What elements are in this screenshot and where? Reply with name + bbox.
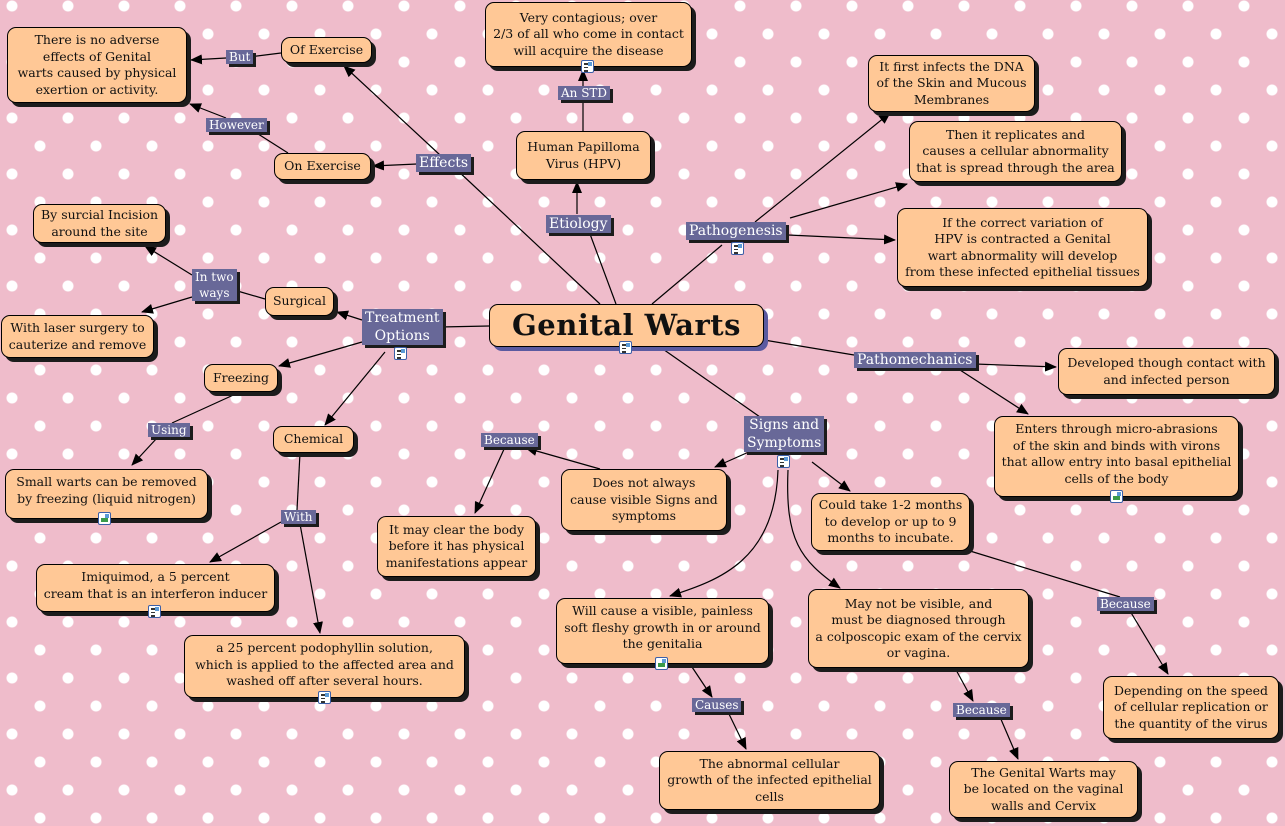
note-icon[interactable] bbox=[581, 60, 594, 73]
arrow bbox=[669, 469, 779, 598]
concept-abnormal-growth[interactable]: The abnormal cellular growth of the infe… bbox=[659, 751, 880, 810]
concept-imiquimod[interactable]: Imiquimod, a 5 percent cream that is an … bbox=[36, 564, 275, 612]
arrow bbox=[787, 234, 896, 245]
arrow bbox=[144, 245, 193, 276]
link-in-two-ways[interactable]: In two ways bbox=[192, 269, 237, 301]
arrow bbox=[811, 461, 851, 492]
concept-hpv[interactable]: Human Papilloma Virus (HPV) bbox=[516, 131, 651, 180]
line bbox=[659, 346, 761, 418]
concept-of-exercise[interactable]: Of Exercise bbox=[281, 37, 372, 63]
concept-freezing[interactable]: Freezing bbox=[204, 364, 278, 392]
line bbox=[248, 52, 282, 58]
link-using[interactable]: Using bbox=[148, 423, 190, 437]
line bbox=[171, 391, 241, 424]
arrow bbox=[278, 341, 363, 368]
concept-podophyllin[interactable]: a 25 percent podophyllin solution, which… bbox=[184, 635, 465, 698]
arrow bbox=[299, 523, 323, 634]
arrow bbox=[324, 351, 386, 426]
arrow bbox=[689, 663, 713, 698]
concept-surgical-incision[interactable]: By surcial Incision around the site bbox=[33, 204, 166, 243]
concept-contagious[interactable]: Very contagious; over 2/3 of all who com… bbox=[485, 2, 692, 67]
link-pathomechanics[interactable]: Pathomechanics bbox=[854, 352, 976, 368]
concept-does-not-always[interactable]: Does not always cause visible Signs and … bbox=[561, 469, 727, 531]
concept-chemical[interactable]: Chemical bbox=[273, 426, 354, 453]
note-icon[interactable] bbox=[394, 347, 407, 360]
note-icon[interactable] bbox=[148, 605, 161, 618]
arrow bbox=[1129, 610, 1169, 675]
line bbox=[589, 233, 617, 305]
concept-infects-dna[interactable]: It first infects the DNA of the Skin and… bbox=[868, 55, 1035, 112]
arrow bbox=[974, 361, 1057, 372]
image-icon[interactable] bbox=[655, 657, 668, 670]
note-icon[interactable] bbox=[619, 341, 632, 354]
concept-may-not-be-visible[interactable]: May not be visible, and must be diagnose… bbox=[808, 589, 1029, 668]
arrow bbox=[754, 112, 891, 223]
concept-may-clear[interactable]: It may clear the body before it has phys… bbox=[377, 516, 536, 577]
arrow bbox=[474, 446, 506, 514]
link-signs-and-symptoms[interactable]: Signs and Symptoms bbox=[744, 416, 825, 452]
link-however[interactable]: However bbox=[206, 118, 267, 132]
arrow bbox=[787, 469, 841, 589]
concept-could-take[interactable]: Could take 1-2 months to develop or up t… bbox=[811, 493, 970, 551]
arrow bbox=[789, 182, 908, 219]
link-but[interactable]: But bbox=[226, 50, 254, 64]
note-icon[interactable] bbox=[777, 455, 790, 468]
concept-no-adverse-effects[interactable]: There is no adverse effects of Genital w… bbox=[7, 27, 187, 103]
link-an-std[interactable]: An STD bbox=[558, 86, 611, 100]
concept-replicates[interactable]: Then it replicates and causes a cellular… bbox=[909, 121, 1122, 182]
concept-correct-variation[interactable]: If the correct variation of HPV is contr… bbox=[897, 208, 1148, 287]
note-icon[interactable] bbox=[731, 242, 744, 255]
arrow bbox=[727, 711, 747, 750]
arrow bbox=[954, 667, 974, 702]
arrow bbox=[525, 446, 601, 470]
arrow bbox=[141, 296, 193, 314]
line bbox=[969, 550, 1121, 598]
concept-visible-growth[interactable]: Will cause a visible, painless soft fles… bbox=[556, 598, 769, 664]
arrow bbox=[336, 310, 363, 321]
arrow bbox=[209, 521, 282, 563]
arrow bbox=[190, 54, 227, 65]
line bbox=[233, 289, 266, 300]
line bbox=[439, 325, 490, 328]
concept-depending[interactable]: Depending on the speed of cellular repli… bbox=[1103, 676, 1279, 739]
link-treatment-options[interactable]: Treatment Options bbox=[362, 309, 443, 345]
line bbox=[651, 244, 723, 305]
link-etiology[interactable]: Etiology bbox=[546, 215, 611, 233]
image-icon[interactable] bbox=[1110, 490, 1123, 503]
line bbox=[296, 452, 301, 511]
link-because-right[interactable]: Because bbox=[1097, 597, 1154, 611]
arrow bbox=[372, 160, 418, 171]
arrow bbox=[131, 437, 158, 466]
link-because-bottom[interactable]: Because bbox=[953, 703, 1010, 717]
link-because-left[interactable]: Because bbox=[481, 433, 538, 447]
link-causes[interactable]: Causes bbox=[692, 698, 742, 712]
image-icon[interactable] bbox=[98, 512, 111, 525]
line bbox=[254, 131, 289, 154]
link-effects[interactable]: Effects bbox=[416, 154, 472, 172]
link-pathogenesis[interactable]: Pathogenesis bbox=[686, 222, 786, 240]
concept-developed-contact[interactable]: Developed though contact with and infect… bbox=[1058, 348, 1275, 395]
link-with[interactable]: With bbox=[281, 510, 316, 524]
concept-on-exercise[interactable]: On Exercise bbox=[274, 153, 371, 180]
concept-enters-micro-abrasions[interactable]: Enters through micro-abrasions of the sk… bbox=[994, 416, 1239, 497]
arrow bbox=[999, 716, 1019, 760]
concept-located[interactable]: The Genital Warts may be located on the … bbox=[949, 761, 1138, 818]
note-icon[interactable] bbox=[318, 691, 331, 704]
concept-small-warts[interactable]: Small warts can be removed by freezing (… bbox=[5, 469, 208, 519]
arrow bbox=[343, 65, 441, 156]
concept-surgical[interactable]: Surgical bbox=[265, 287, 334, 316]
line bbox=[763, 339, 855, 356]
concept-laser-surgery[interactable]: With laser surgery to cauterize and remo… bbox=[1, 315, 154, 358]
arrow bbox=[959, 369, 1029, 415]
line bbox=[456, 169, 601, 305]
arrow bbox=[189, 103, 227, 119]
